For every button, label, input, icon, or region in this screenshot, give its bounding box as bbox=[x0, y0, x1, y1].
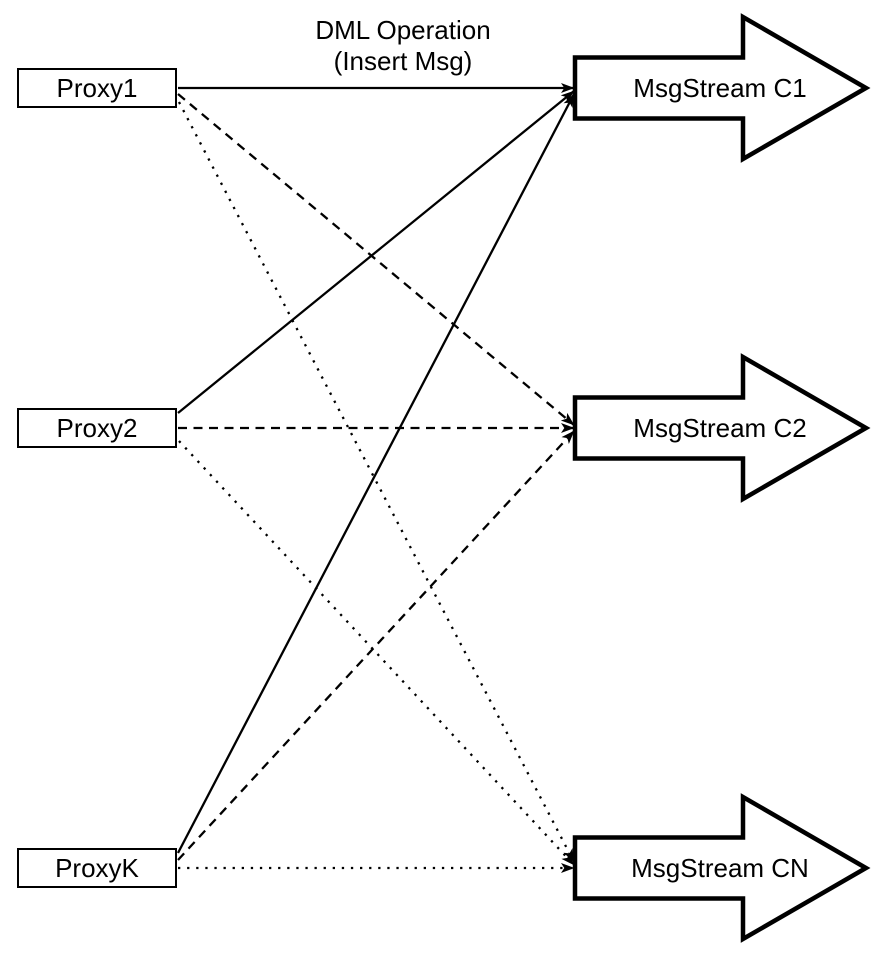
msgstream-c1-label: MsgStream C1 bbox=[575, 57, 865, 119]
msgstream-c1-text: MsgStream C1 bbox=[633, 73, 807, 103]
proxyk-label: ProxyK bbox=[55, 853, 139, 883]
edge-proxy1-msgstream-c2 bbox=[177, 93, 575, 426]
edge-proxy2-msgstream-cn bbox=[178, 440, 575, 866]
msgstream-cn-label: MsgStream CN bbox=[575, 837, 865, 899]
edge-proxyk-msgstream-c1 bbox=[176, 93, 576, 854]
edge-proxy2-msgstream-c1 bbox=[177, 90, 575, 414]
dml-operation-annotation: DML Operation (Insert Msg) bbox=[253, 15, 553, 77]
msgstream-c2-arrow-shape bbox=[572, 353, 871, 503]
proxy2-label: Proxy2 bbox=[56, 413, 138, 443]
msgstream-cn-text: MsgStream CN bbox=[631, 853, 809, 883]
msgstream-c1-arrow-shape bbox=[572, 13, 871, 163]
msgstream-cn-arrow-shape bbox=[572, 793, 871, 943]
msgstream-c2-text: MsgStream C2 bbox=[633, 413, 807, 443]
node-proxy2: Proxy2 bbox=[17, 408, 177, 448]
edge-proxyk-msgstream-c2 bbox=[177, 430, 575, 861]
edge-proxy1-msgstream-cn bbox=[177, 101, 576, 863]
node-proxyk: ProxyK bbox=[17, 848, 177, 888]
annotation-line-2: (Insert Msg) bbox=[333, 46, 473, 76]
annotation-line-1: DML Operation bbox=[315, 15, 491, 45]
proxy1-label: Proxy1 bbox=[56, 73, 138, 103]
node-proxy1: Proxy1 bbox=[17, 68, 177, 108]
msgstream-c2-label: MsgStream C2 bbox=[575, 397, 865, 459]
